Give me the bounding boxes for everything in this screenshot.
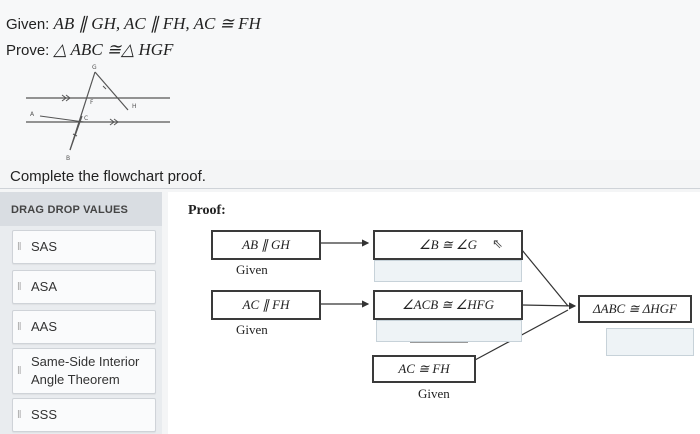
reason-given-1: Given [236, 262, 268, 277]
drag-handle-icon: ‖ [17, 365, 22, 377]
drag-item-sas[interactable]: ‖ SAS [12, 230, 156, 264]
drag-drop-header-label: DRAG DROP VALUES [11, 204, 129, 216]
statement-angle-b-g: ∠B ≅ ∠G [373, 230, 523, 260]
drag-item-same-side-interior[interactable]: ‖ Same-Side Interior Angle Theorem [12, 348, 156, 394]
drag-item-sss[interactable]: ‖ SSS [12, 398, 156, 432]
cursor-icon: ⇖ [492, 236, 503, 251]
proof-title: Proof: [188, 203, 226, 218]
statement-ac-parallel-fh: AC ∥ FH [211, 290, 321, 320]
divider [0, 188, 700, 189]
statement-text: ∠ACB ≅ ∠HFG [402, 297, 494, 312]
dropzone-reason-angle-b-g[interactable] [374, 260, 522, 282]
dropzone-reason-conclusion[interactable] [606, 328, 694, 356]
given-math: AB ∥ GH, AC ∥ FH, AC ≅ FH [53, 14, 261, 33]
reason-given-2: Given [236, 322, 268, 337]
problem-header [0, 0, 700, 160]
drag-item-label: SAS [31, 239, 58, 254]
drag-item-label: AAS [31, 319, 58, 334]
geometry-figure: G F H A C B [26, 64, 170, 162]
drag-item-label: ASA [31, 279, 58, 294]
drag-drop-header: DRAG DROP VALUES [0, 192, 162, 226]
drag-handle-icon: ‖ [17, 281, 22, 293]
drag-item-label: SSS [31, 407, 58, 422]
dropzone-reason-angle-acb-hfg[interactable] [376, 320, 522, 342]
prove-statement: Prove: △ ABC ≅△ HGF [6, 40, 173, 60]
label-h: H [132, 103, 137, 110]
statement-text: AB ∥ GH [242, 237, 290, 252]
label-c: C [84, 115, 88, 122]
given-label: Given: [6, 16, 50, 33]
statement-conclusion: ΔABC ≅ ΔHGF [578, 295, 692, 323]
drag-item-asa[interactable]: ‖ ASA [12, 270, 156, 304]
statement-ab-parallel-gh: AB ∥ GH [211, 230, 321, 260]
statement-text: AC ≅ FH [398, 361, 450, 376]
statement-text: AC ∥ FH [242, 297, 290, 312]
statement-ac-congruent-fh: AC ≅ FH [372, 355, 476, 383]
instruction-text: Complete the flowchart proof. [10, 168, 206, 185]
drag-item-aas[interactable]: ‖ AAS [12, 310, 156, 344]
conclusion-text: ΔABC ≅ ΔHGF [593, 301, 677, 316]
drag-handle-icon: ‖ [17, 409, 22, 421]
drag-item-label: Same-Side Interior Angle Theorem [31, 354, 140, 387]
prove-math: △ ABC ≅△ HGF [53, 40, 174, 59]
drag-drop-panel: DRAG DROP VALUES ‖ SAS ‖ ASA ‖ AAS ‖ Sam… [0, 192, 162, 434]
label-b: B [66, 155, 70, 162]
label-a: A [30, 111, 35, 118]
reason-given-5: Given [418, 386, 450, 401]
given-statement: Given: AB ∥ GH, AC ∥ FH, AC ≅ FH [6, 14, 261, 34]
drag-handle-icon: ‖ [17, 321, 22, 333]
prove-label: Prove: [6, 42, 50, 59]
statement-text: ∠B ≅ ∠G [418, 237, 478, 252]
label-f: F [90, 99, 94, 106]
drag-handle-icon: ‖ [17, 241, 22, 253]
statement-angle-acb-hfg: ∠ACB ≅ ∠HFG [373, 290, 523, 320]
label-g: G [92, 64, 97, 71]
